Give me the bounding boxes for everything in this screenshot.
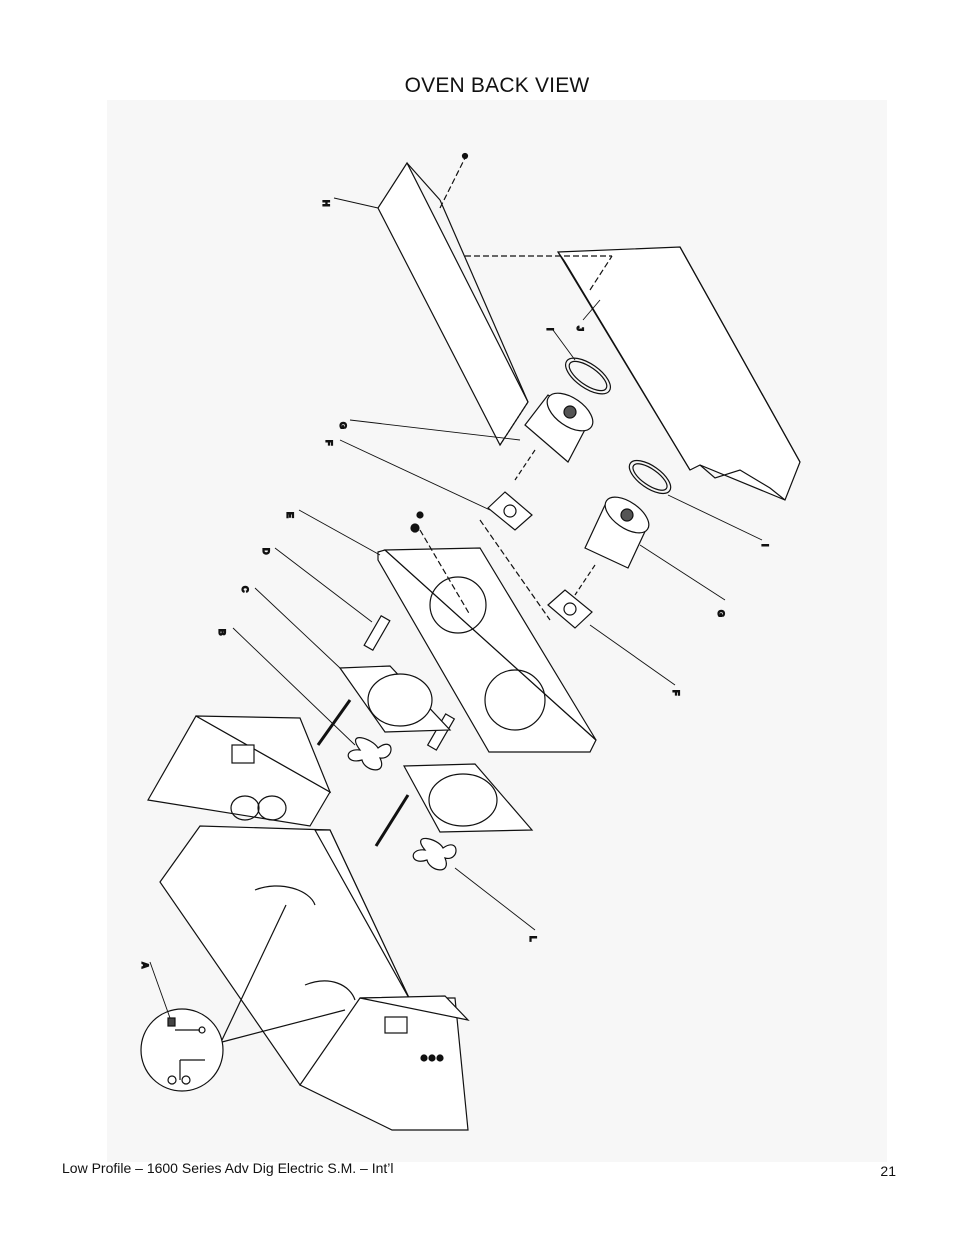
- label-f-lower: F: [671, 690, 681, 696]
- label-g-upper: G: [338, 422, 348, 429]
- motor-mount-plate-f-lower: [547, 589, 593, 629]
- fan-motor-g-upper: [514, 392, 594, 481]
- fan-blade-l-lower: [374, 794, 457, 871]
- detail-callout-a: [140, 904, 346, 1092]
- label-f-upper: F: [324, 440, 334, 446]
- rear-cover-panel-h: [377, 152, 529, 447]
- label-c: C: [240, 586, 250, 593]
- fan-motor-g-lower: [574, 496, 650, 596]
- label-l: L: [528, 936, 538, 942]
- motor-clamp-i-lower: [628, 459, 672, 495]
- footer-document-title: Low Profile – 1600 Series Adv Dig Electr…: [62, 1160, 394, 1176]
- label-b: B: [217, 629, 227, 636]
- oven-body: [147, 715, 470, 1131]
- fan-shroud-plate-c-upper: [338, 665, 452, 733]
- label-j: J: [575, 326, 585, 331]
- label-g-lower: G: [716, 610, 726, 617]
- label-i-lower: I: [760, 544, 770, 547]
- label-e: E: [285, 512, 295, 518]
- label-h: H: [321, 200, 331, 207]
- fan-shroud-plate-c-lower: [403, 763, 534, 833]
- motor-shroud-j: [465, 246, 801, 501]
- label-i-upper: I: [545, 328, 555, 331]
- page-number: 21: [880, 1163, 896, 1179]
- fan-blade-b-upper: [316, 699, 392, 771]
- motor-clamp-i-upper: [565, 357, 611, 395]
- back-plate-e: [377, 511, 597, 753]
- standoff-d-upper: [363, 614, 391, 652]
- page-title: OVEN BACK VIEW: [404, 74, 590, 97]
- label-a: A: [140, 962, 150, 969]
- leader-lines: [149, 197, 763, 1019]
- motor-mount-plate-f-upper: [487, 491, 533, 531]
- label-d: D: [261, 548, 271, 555]
